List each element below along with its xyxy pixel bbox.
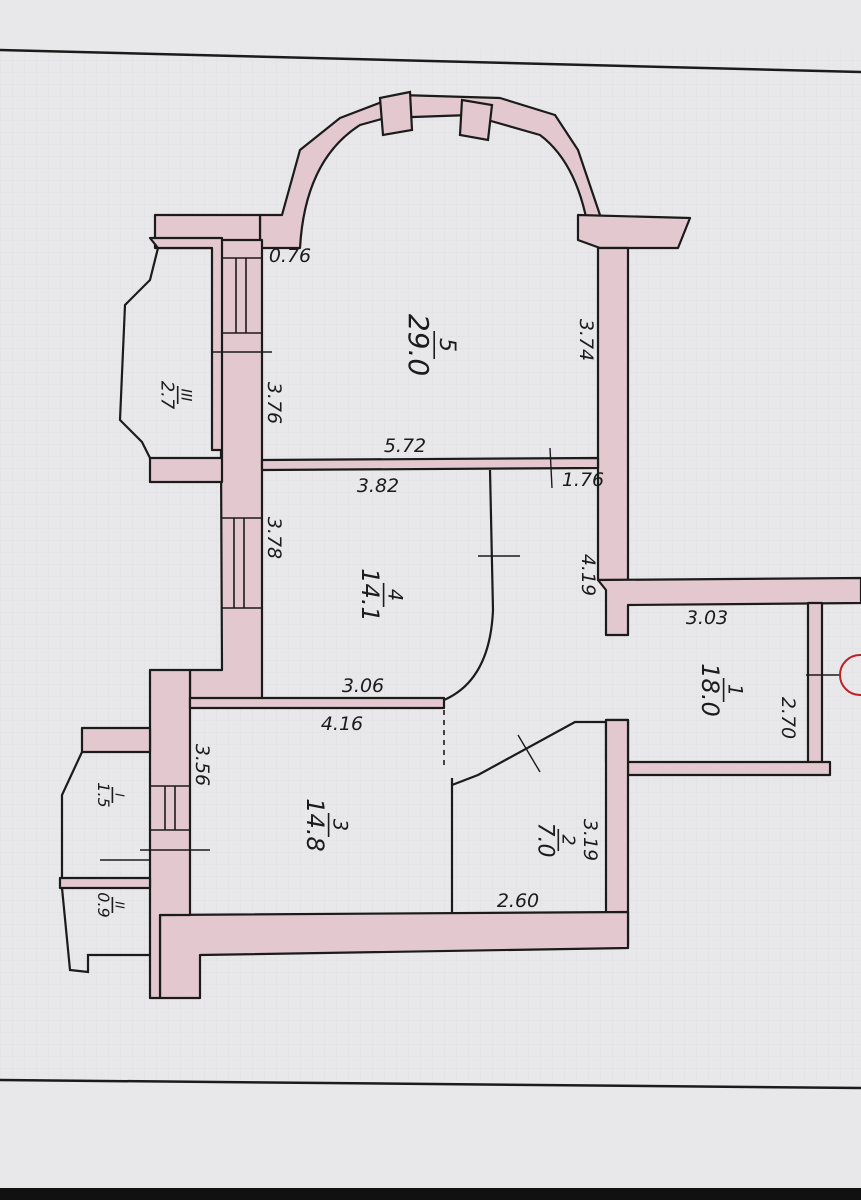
dimension-d-382: 3.82 [357,475,399,497]
dimension-d-374: 3.74 [575,319,597,361]
room-number: 4 [383,589,406,601]
dimension-d-176: 1.76 [562,469,604,491]
room-area: 29.0 [402,314,435,376]
balcony-3-wall [148,236,224,484]
stamp-circle [839,654,861,696]
dimension-d-572: 5.72 [384,435,426,457]
dimension-d-356: 3.56 [191,744,213,786]
room-outlines [60,90,861,974]
left-wall-lower [148,668,192,1000]
room-number: 3 [328,819,351,831]
window-3 [150,785,190,831]
dimension-d-376: 3.76 [263,382,285,424]
balcony-2-wall [58,876,152,890]
top-right-wall [576,213,692,250]
room1-right-wall [806,601,824,767]
dimension-d-378: 3.78 [263,517,285,559]
room-1-label: 118.0 [696,663,746,716]
dimension-d-419: 4.19 [577,554,599,596]
balcony-3-outline [118,247,160,459]
room-number: III [177,389,193,402]
partition-4-3 [188,696,446,710]
room1-top-wall [596,576,861,637]
room-number: 5 [434,338,460,352]
dimension-d-416: 4.16 [321,713,363,735]
dimension-d-306: 3.06 [342,675,384,697]
room-number: 1 [723,684,746,696]
room-number: II [112,901,127,909]
room-number: I [112,793,127,797]
arch-window-left [378,90,414,137]
arch-window-right [458,98,494,142]
paper-grid [0,50,861,1080]
partition-5-4 [260,456,600,472]
balcony-1-label: I1.5 [94,782,127,807]
door-tick-2 [549,447,553,489]
room-area: 1.5 [94,782,113,807]
dimension-d-260: 2.60 [497,890,539,912]
room-area: 0.9 [94,892,113,917]
bay-wall [258,93,602,250]
balcony-2-outline [60,887,150,974]
window-2 [222,517,262,609]
room-2-label: 27.0 [533,823,578,858]
window-1 [222,257,262,334]
room-3-label: 314.8 [301,798,351,851]
dimension-d-319: 3.19 [579,819,601,861]
room4-curved-wall [443,469,495,702]
room-area: 18.0 [696,663,724,716]
dimension-d-303: 3.03 [686,607,728,629]
room-5-label: 529.0 [402,314,460,376]
room2-door-mark [517,734,541,773]
walls [58,93,861,1000]
room-area: 14.8 [301,798,329,851]
bottom-edge [0,1188,861,1200]
frame-line-bottom [0,1078,861,1090]
room-number: 2 [558,834,578,845]
balcony-1-outline [60,751,83,878]
right-wall-upper [596,246,630,582]
room-area: 7.0 [533,823,558,858]
frame-line-top [0,48,861,74]
balcony-1-wall [80,726,152,754]
balcony-2-label: II0.9 [94,892,127,917]
room-area: 14.1 [356,568,384,621]
dimension-d-076: 0.76 [269,245,311,267]
room-area: 2.7 [157,381,178,410]
room-4-label: 414.1 [356,568,406,621]
dimension-d-270: 2.70 [777,697,799,739]
